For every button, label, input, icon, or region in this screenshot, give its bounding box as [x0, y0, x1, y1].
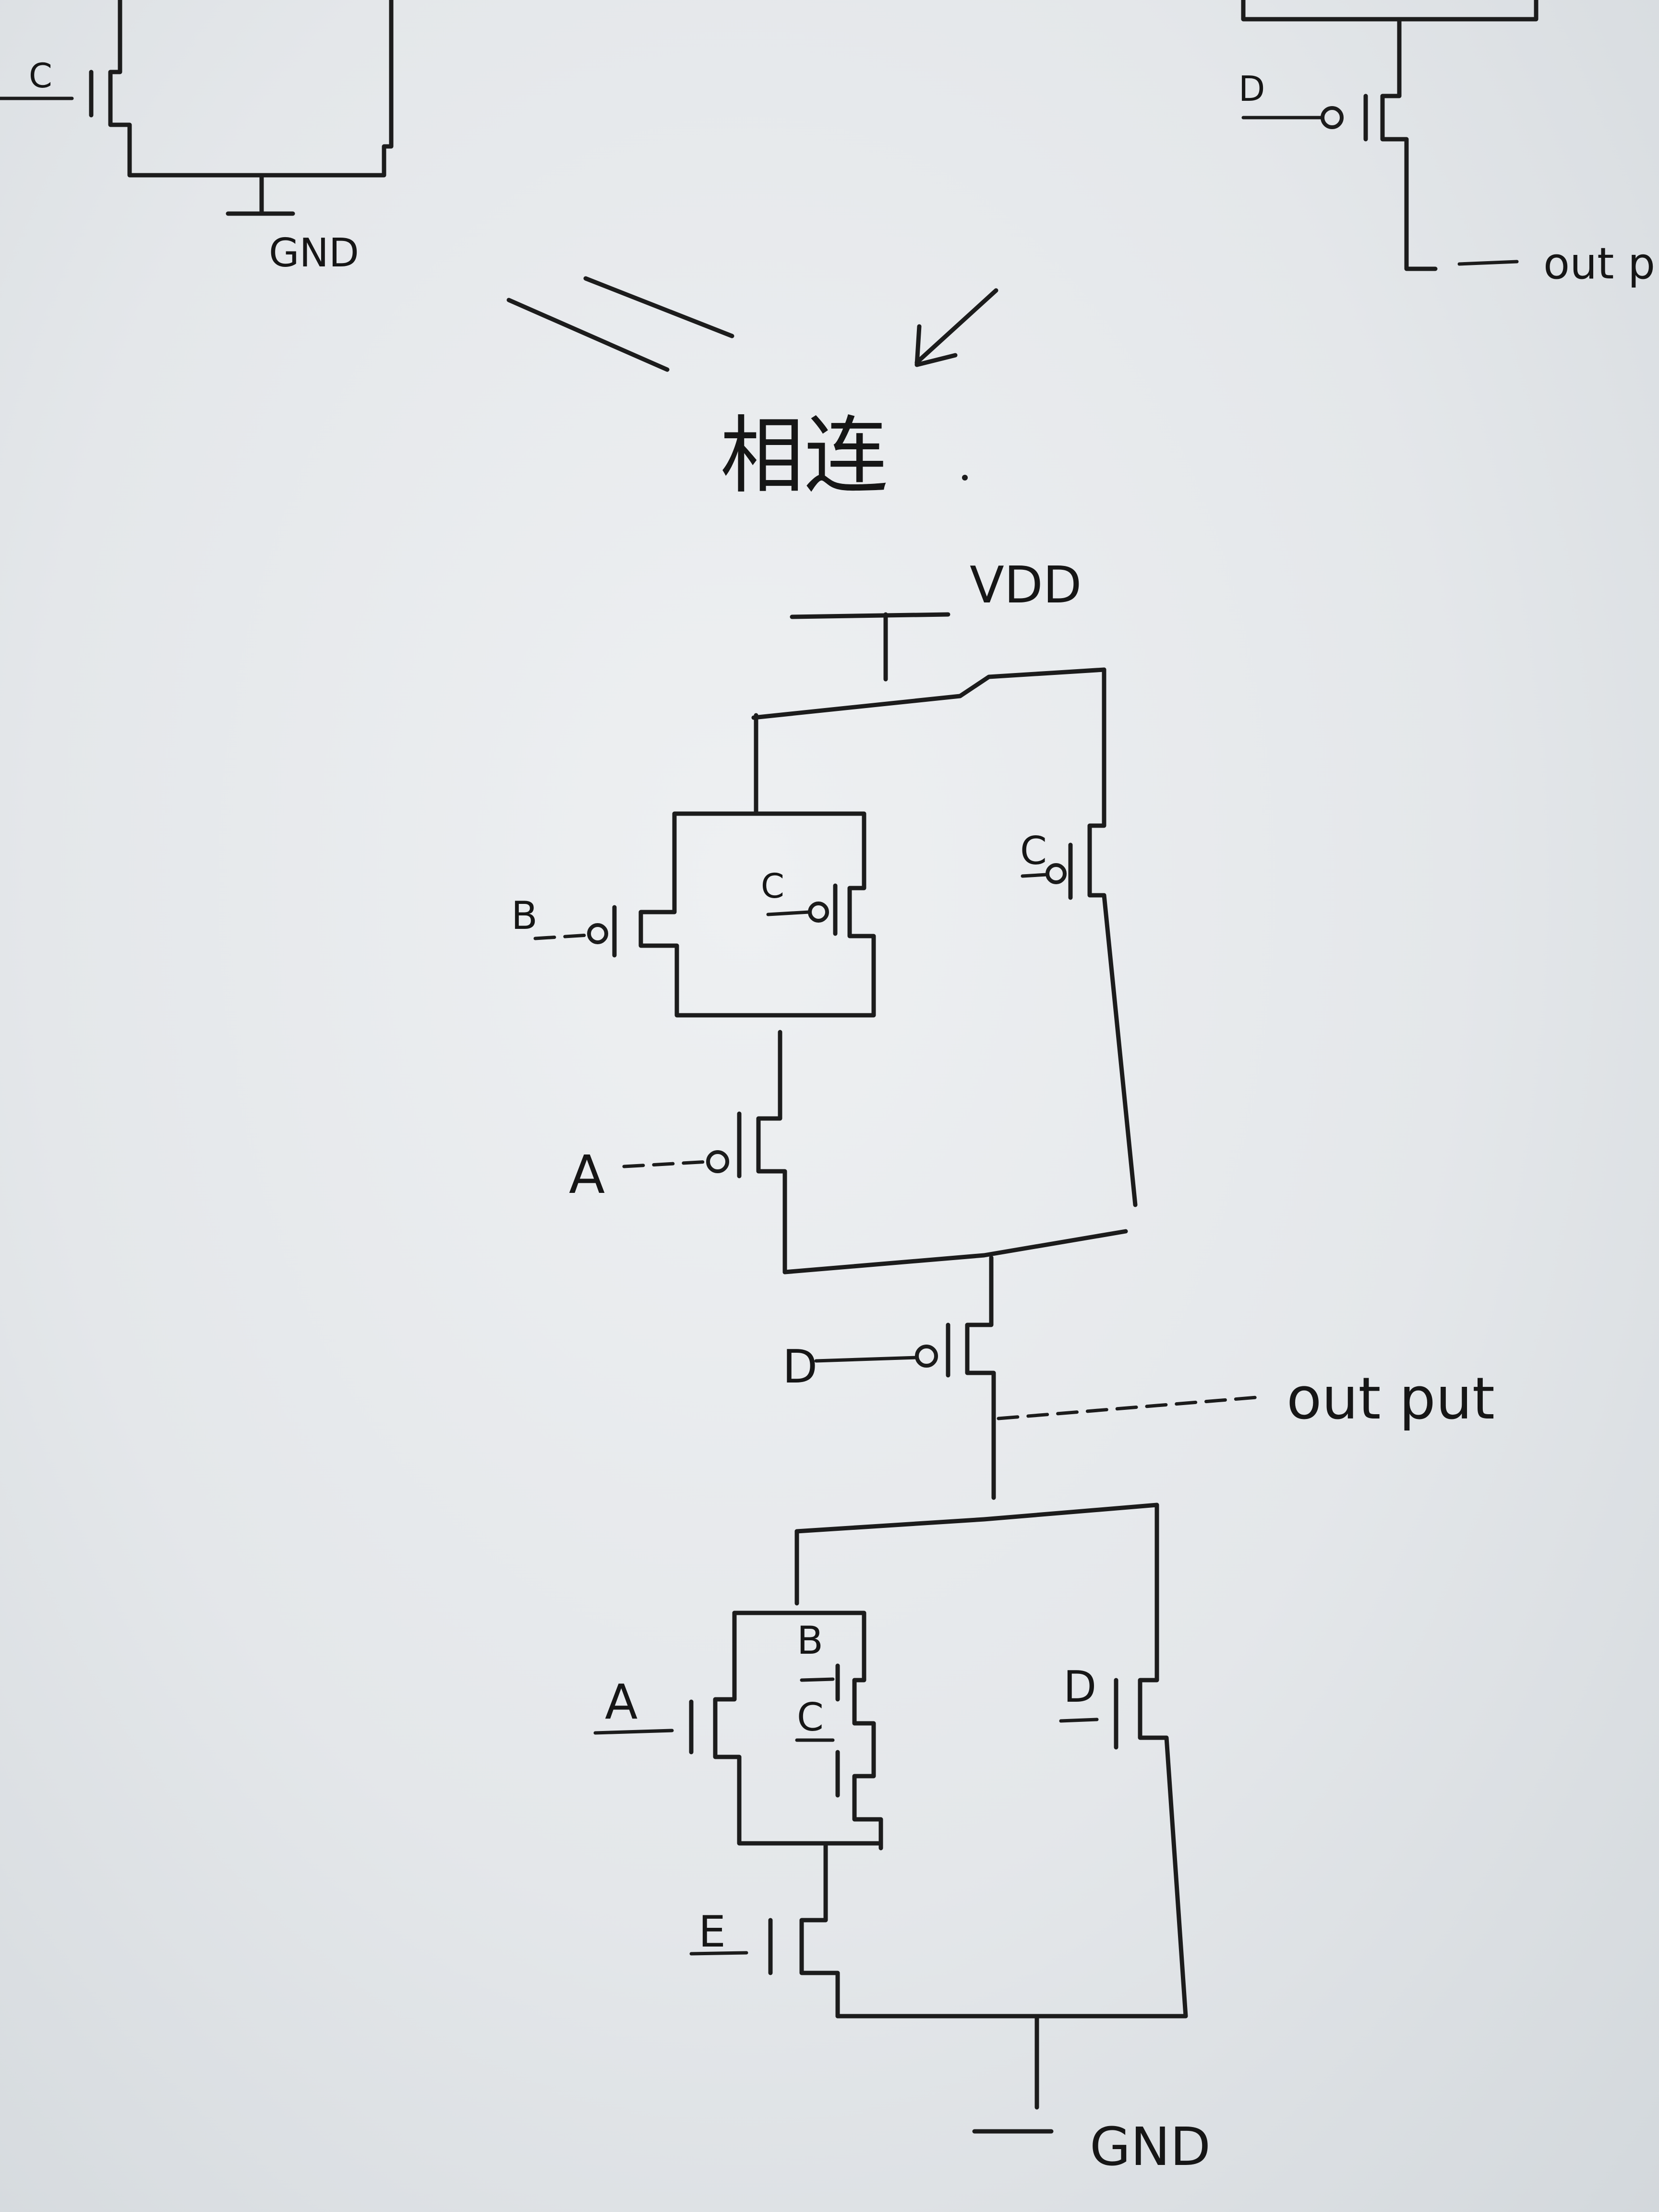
top-right-fragment	[1241, 0, 1539, 271]
label-pmos-b: B	[511, 893, 538, 938]
pmos-network	[533, 667, 1138, 1500]
label-vdd: VDD	[970, 556, 1082, 614]
label-out-p: out p	[1543, 239, 1655, 289]
arrow-icon	[914, 288, 998, 365]
label-pmos-d: D	[782, 1341, 817, 1394]
nmos-network	[593, 1503, 1188, 2134]
label-nmos-a: A	[605, 1674, 637, 1730]
label-gate-c-top: C	[29, 56, 52, 96]
label-gnd-top: GND	[269, 230, 359, 276]
label-pmos-c-inner: C	[761, 866, 784, 906]
label-nmos-b: B	[797, 1618, 823, 1663]
label-nmos-e: E	[698, 1907, 726, 1957]
dot-mark	[962, 475, 968, 481]
label-gate-d-top: D	[1238, 69, 1265, 109]
output-wire	[997, 1395, 1264, 1420]
vdd-rail	[751, 612, 1106, 720]
label-output: out put	[1286, 1366, 1495, 1432]
label-pmos-c-side: C	[1020, 829, 1047, 873]
label-nmos-c: C	[797, 1695, 824, 1740]
label-nmos-d: D	[1063, 1662, 1096, 1712]
equivalence-marks	[506, 276, 998, 372]
top-left-fragment	[0, 0, 394, 216]
heading-connected: 相连	[720, 408, 888, 505]
label-pmos-a: A	[569, 1144, 605, 1205]
label-gnd-bottom: GND	[1090, 2116, 1211, 2177]
